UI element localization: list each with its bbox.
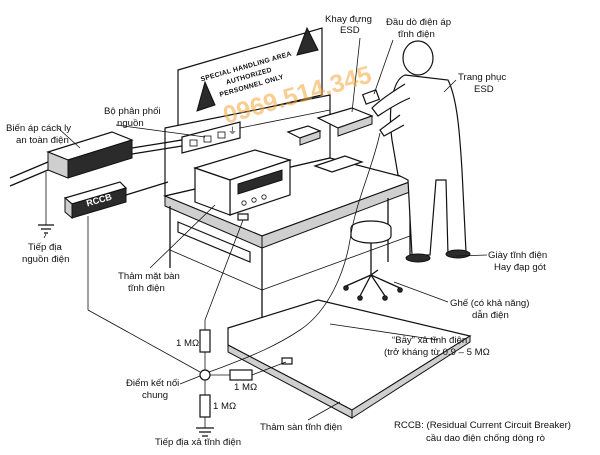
label-chair-2: dẫn điện [472, 310, 509, 321]
chair-wheel-1 [343, 285, 349, 291]
label-strap-2: (trở kháng từ 0.9 – 5 MΩ [384, 347, 490, 358]
esd-ground-icon [196, 427, 214, 437]
label-bench-mat-2: tĩnh điện [128, 283, 165, 294]
label-rccb-note-1: RCCB: (Residual Current Circuit Breaker) [394, 420, 571, 431]
small-box-front [299, 130, 321, 146]
instrument-display [237, 169, 283, 195]
bench-tool-tray [313, 155, 364, 173]
wrist-strap-cord [219, 132, 381, 369]
label-rccb-note-2: cầu dao điện chống dòng rò [426, 433, 545, 444]
instrument-side [194, 167, 231, 216]
isolation-transformer-side [47, 151, 69, 179]
label-shoes-2: Hay đạp gót [494, 262, 546, 273]
label-chair-1: Ghế (có khả năng) [450, 298, 529, 309]
label-suit-2: ESD [474, 84, 494, 95]
floor-mat-side [351, 335, 471, 419]
worker-head [402, 40, 434, 76]
resistor-floor [229, 369, 253, 381]
chair-wheel-4 [397, 287, 403, 293]
bench-mat-snap [237, 213, 249, 221]
resistor-bench [199, 329, 211, 353]
esd-tray-front [337, 115, 373, 137]
instrument-knob-1 [241, 200, 247, 206]
label-floor-mat: Thảm sàn tĩnh điện [260, 422, 342, 433]
label-common-2: chung [142, 390, 168, 401]
bench-drawer [177, 221, 251, 263]
power-outlet-3 [217, 131, 226, 139]
worker-shoe-right [445, 249, 471, 259]
instrument-knob-2 [251, 197, 257, 203]
chair-wheel-2 [357, 295, 363, 301]
label-resistor-bench: 1 MΩ [176, 338, 199, 349]
chair-wheel-3 [382, 295, 388, 301]
ground-symbol-icon: ⏚ [228, 126, 237, 136]
chair-base [345, 269, 401, 297]
strap-ground-wire [208, 367, 221, 373]
label-probe-1: Đầu dò điện áp [386, 17, 451, 28]
label-ground-source-1: Tiếp địa [28, 242, 62, 253]
label-bench-mat-1: Thảm mặt bàn [118, 271, 180, 282]
resistor-ground [199, 394, 211, 418]
label-probe-2: tĩnh điện [398, 29, 435, 40]
warning-triangle-left [196, 80, 216, 112]
bench-frame-front [261, 235, 411, 291]
label-power-1: Bộ phân phối [104, 106, 161, 117]
power-outlet-1 [189, 139, 198, 147]
label-common-1: Điểm kết nối [126, 378, 179, 389]
common-point [199, 369, 211, 381]
bench-mat-ground-wire [204, 219, 244, 321]
leader-lines [43, 37, 488, 421]
worker-arm-2 [379, 114, 405, 137]
rccb-box-side [64, 196, 73, 220]
label-isolation-1: Biến áp cách ly [6, 123, 71, 134]
floor-resistor-wire [251, 361, 287, 376]
label-suit-1: Trang phục [458, 72, 506, 83]
label-ground-source-2: nguồn điện [22, 254, 69, 265]
label-isolation-2: an toàn điện [16, 135, 69, 146]
transformer-to-strip-cable [131, 139, 183, 155]
source-ground-icon [38, 224, 54, 234]
label-tray-1: Khay đựng [325, 14, 372, 25]
worker-shoe-left [405, 253, 431, 263]
warning-triangle-right [296, 26, 319, 56]
main-cable [9, 161, 49, 187]
esd-probe [361, 89, 381, 105]
label-shoes-1: Giày tĩnh điện [488, 250, 547, 261]
chair-seat-side [350, 228, 392, 244]
bench-frame-left [169, 249, 263, 291]
label-tray-2: ESD [340, 25, 360, 36]
label-ground-esd: Tiếp địa xả tĩnh điện [155, 437, 241, 448]
power-outlet-2 [203, 135, 212, 143]
label-resistor-ground: 1 MΩ [213, 401, 236, 412]
label-resistor-floor: 1 MΩ [234, 382, 257, 393]
rccb-ground-wire-2 [87, 309, 201, 373]
rccb-to-bench-cable [125, 181, 169, 196]
worker-arm [371, 83, 411, 117]
instrument-knob-3 [261, 194, 267, 200]
label-strap-1: “Bẫy” xả tĩnh điện [392, 335, 467, 346]
floor-mat-snap [281, 357, 293, 365]
label-power-2: nguồn [117, 118, 144, 129]
